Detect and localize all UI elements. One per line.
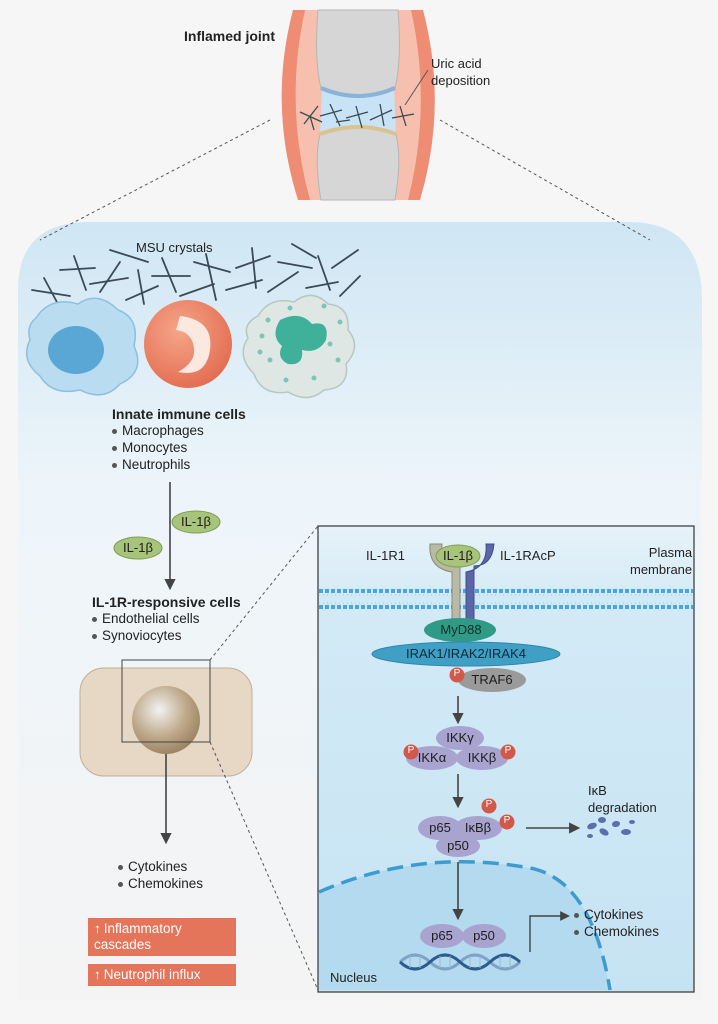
p65-nuclear-label: p65 bbox=[431, 928, 453, 943]
membrane-line-1: Plasma bbox=[648, 545, 693, 560]
uric-acid-line-2: deposition bbox=[431, 73, 491, 88]
phospho-ikk-beta: P bbox=[504, 745, 512, 756]
monocyte-cell bbox=[144, 300, 232, 388]
nucleus-label: Nucleus bbox=[330, 970, 377, 985]
phospho-ikb-2: P bbox=[503, 815, 511, 826]
dna-helix bbox=[398, 953, 522, 971]
plasma-membrane bbox=[319, 588, 693, 610]
ikb-deg-line-1: IκB bbox=[588, 783, 607, 798]
responsive-item: Endothelial cells bbox=[92, 610, 241, 627]
output-item: Cytokines bbox=[574, 906, 659, 923]
output-item: Chemokines bbox=[118, 875, 203, 892]
zoom-box bbox=[121, 659, 211, 743]
responsive-item: Synoviocytes bbox=[92, 627, 241, 644]
il1b-bound-label: IL-1β bbox=[443, 548, 473, 563]
ikk-gamma-label: IKKγ bbox=[446, 730, 474, 745]
myd88-label: MyD88 bbox=[440, 622, 482, 637]
p65-label: p65 bbox=[429, 820, 451, 835]
msu-crystals bbox=[31, 243, 361, 313]
joint-title: Inflamed joint bbox=[184, 28, 275, 44]
il1racp-label: IL-1RAcP bbox=[500, 548, 556, 563]
traf6-label: TRAF6 bbox=[471, 672, 513, 687]
right-outputs: Cytokines Chemokines bbox=[574, 906, 659, 940]
nucleus bbox=[319, 861, 610, 990]
irak-label: IRAK1/IRAK2/IRAK4 bbox=[406, 646, 526, 661]
innate-immune-block: Innate immune cells Macrophages Monocyte… bbox=[112, 406, 246, 473]
output-item: Chemokines bbox=[574, 923, 659, 940]
ikb-fragments bbox=[587, 817, 635, 838]
phospho-ikk-alpha: P bbox=[407, 745, 415, 756]
plasma-membrane-label: Plasma membrane bbox=[630, 544, 692, 578]
ikk-alpha-label: IKKα bbox=[417, 750, 447, 765]
p50-label: p50 bbox=[447, 838, 469, 853]
neutrophil-influx-badge: ↑Neutrophil influx bbox=[88, 964, 236, 986]
membrane-line-2: membrane bbox=[630, 562, 693, 577]
innate-item: Neutrophils bbox=[112, 456, 246, 473]
innate-item: Macrophages bbox=[112, 422, 246, 439]
ikb-degradation-label: IκB degradation bbox=[588, 782, 657, 816]
responsive-block: IL-1R-responsive cells Endothelial cells… bbox=[92, 594, 241, 644]
ikk-beta-label: IKKβ bbox=[467, 750, 497, 765]
uric-acid-label: Uric acid deposition bbox=[431, 55, 490, 89]
p50-nuclear-label: p50 bbox=[473, 928, 495, 943]
ikb-beta-label: IκBβ bbox=[464, 820, 492, 835]
uric-acid-line-1: Uric acid bbox=[431, 56, 482, 71]
msu-crystals-label: MSU crystals bbox=[136, 240, 213, 255]
ikb-deg-line-2: degradation bbox=[588, 800, 657, 815]
phospho-traf6: P bbox=[453, 668, 461, 679]
il1b-ligand-2: IL-1β bbox=[123, 540, 153, 555]
inflammatory-cascades-badge: ↑Inflammatory cascades bbox=[88, 918, 236, 956]
phospho-ikb-1: P bbox=[485, 799, 493, 810]
joint-illustration bbox=[281, 9, 435, 201]
innate-item: Monocytes bbox=[112, 439, 246, 456]
il1b-ligand-1: IL-1β bbox=[181, 514, 211, 529]
left-outputs: Cytokines Chemokines bbox=[118, 858, 203, 892]
innate-heading: Innate immune cells bbox=[112, 406, 246, 422]
il1r1-label: IL-1R1 bbox=[366, 548, 406, 563]
responsive-heading: IL-1R-responsive cells bbox=[92, 594, 241, 610]
output-item: Cytokines bbox=[118, 858, 203, 875]
